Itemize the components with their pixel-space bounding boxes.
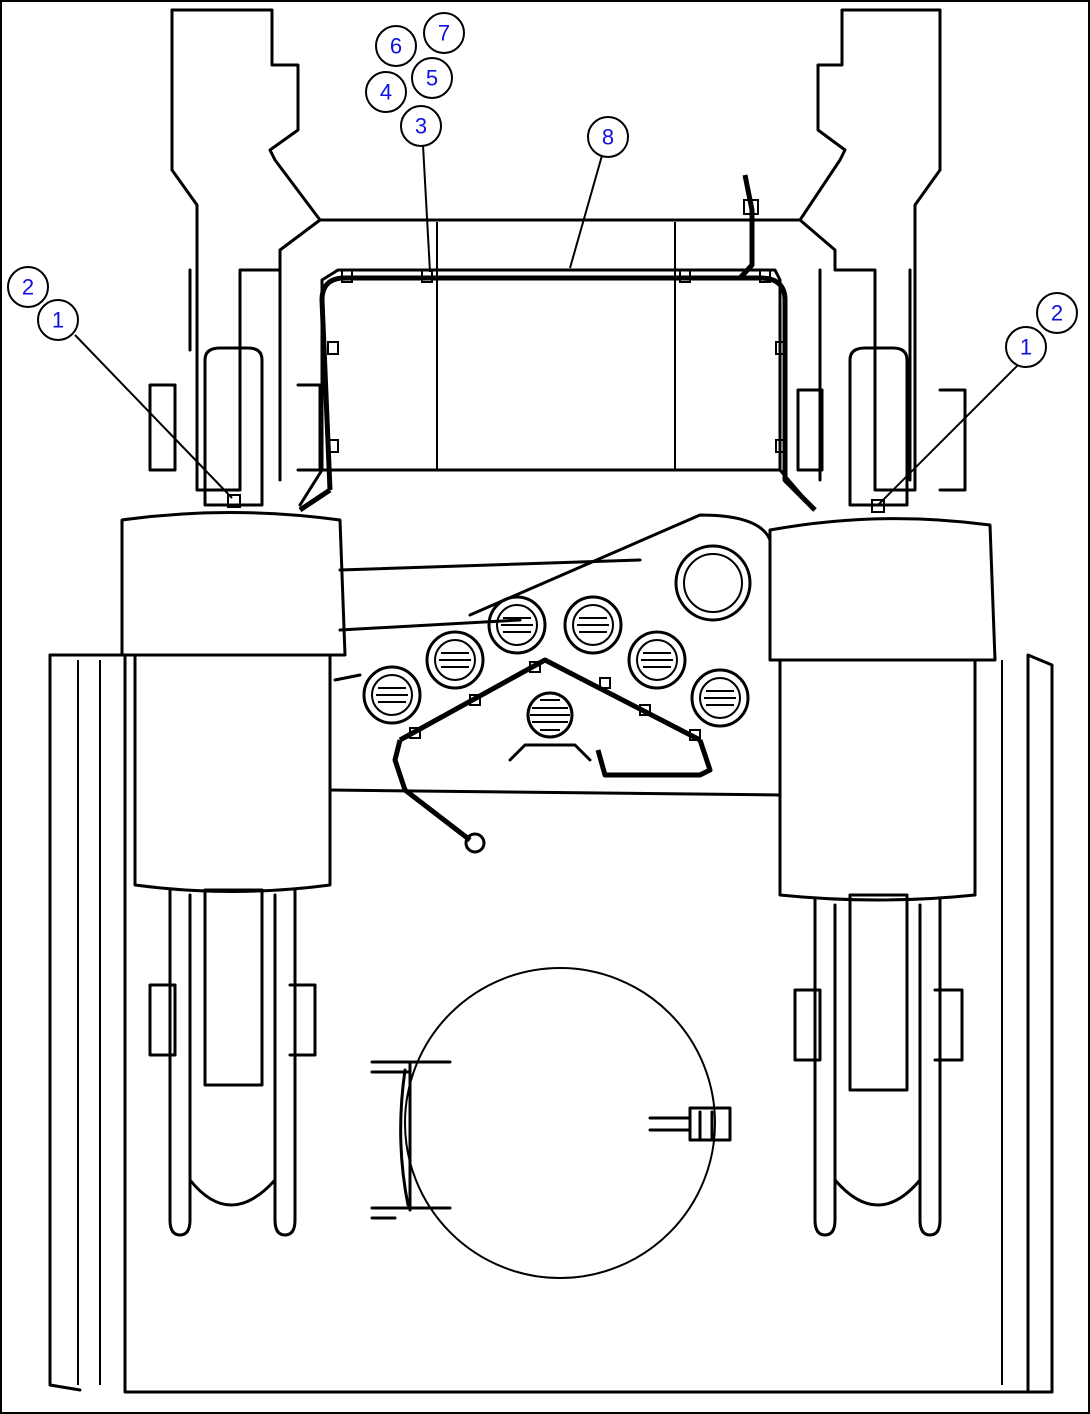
right-lower-roller: [793, 893, 964, 1237]
upper-harness: [227, 174, 885, 513]
leader-lines: [74, 144, 1024, 506]
lamp: [425, 630, 485, 690]
lamp: [627, 630, 687, 690]
callout-label: 4: [380, 80, 392, 105]
callout-label: 2: [22, 275, 34, 300]
callout-4: 4: [365, 71, 407, 113]
callout-label: 2: [1051, 301, 1063, 326]
lamp: [563, 595, 623, 655]
callout-1-right: 1: [1005, 326, 1047, 368]
callout-label: 7: [438, 21, 450, 46]
center-panel: [298, 222, 812, 507]
callout-5: 5: [411, 57, 453, 99]
lower-harness: [392, 657, 713, 854]
callout-6: 6: [375, 25, 417, 67]
left-cylinder: [120, 511, 347, 893]
left-lower-roller: [148, 888, 317, 1237]
lamp-cluster: [362, 544, 752, 762]
lamp: [690, 668, 750, 728]
horn-grille: [508, 691, 592, 762]
right-cylinder: [768, 517, 997, 902]
callout-label: 5: [426, 66, 438, 91]
lamp: [362, 665, 422, 725]
callout-label: 8: [602, 125, 614, 150]
access-cover: [370, 967, 732, 1279]
callout-label: 1: [52, 308, 64, 333]
lamp: [487, 595, 547, 655]
large-lamp: [674, 544, 752, 622]
upper-frame: [148, 8, 967, 507]
callout-2-right: 2: [1036, 292, 1078, 334]
callout-8: 8: [587, 116, 629, 158]
callout-3: 3: [400, 105, 442, 147]
callout-1-left: 1: [37, 299, 79, 341]
callout-7: 7: [423, 12, 465, 54]
lower-body: [48, 513, 1054, 1394]
callout-label: 1: [1020, 335, 1032, 360]
callout-2-left: 2: [7, 266, 49, 308]
callout-label: 3: [415, 114, 427, 139]
callout-label: 6: [390, 34, 402, 59]
